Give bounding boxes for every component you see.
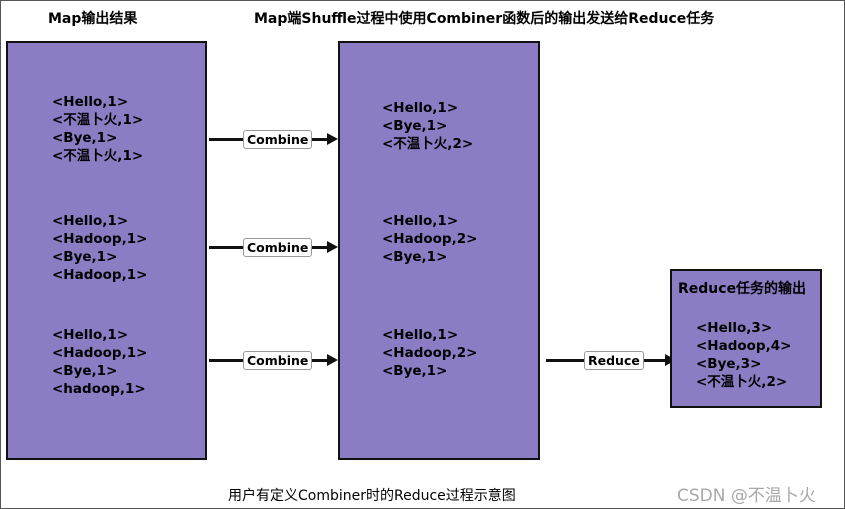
combine-group-3: <Hello,1> <Hadoop,2> <Bye,1>: [382, 326, 477, 380]
map-group-3-line: <Bye,1>: [52, 363, 118, 379]
reduce-line: <Hello,3>: [696, 320, 773, 336]
map-group-1-line: <Bye,1>: [52, 130, 118, 146]
map-group-3-line: <Hello,1>: [52, 327, 129, 343]
reduce-label: Reduce: [584, 351, 644, 370]
combine-group-2-line: <Bye,1>: [382, 249, 448, 265]
combine-group-3-line: <Hadoop,2>: [382, 345, 478, 361]
map-group-1: <Hello,1> <不温卜火,1> <Bye,1> <不温卜火,1>: [52, 93, 143, 165]
map-group-1-line: <Hello,1>: [52, 94, 129, 110]
combine-label-1: Combine: [243, 130, 313, 149]
map-group-3: <Hello,1> <Hadoop,1> <Bye,1> <hadoop,1>: [52, 326, 147, 398]
reduce-line: <Bye,3>: [696, 356, 762, 372]
combine-label-3: Combine: [243, 351, 313, 370]
map-group-2-line: <Hello,1>: [52, 213, 129, 229]
map-group-2-line: <Bye,1>: [52, 249, 118, 265]
map-group-2-line: <Hadoop,1>: [52, 231, 148, 247]
combine-group-3-line: <Hello,1>: [382, 327, 459, 343]
map-group-3-line: <Hadoop,1>: [52, 345, 148, 361]
map-group-2-line: <Hadoop,1>: [52, 267, 148, 283]
combine-group-2-line: <Hello,1>: [382, 213, 459, 229]
map-group-1-line: <不温卜火,1>: [52, 148, 144, 164]
reduce-line: <不温卜火,2>: [696, 374, 788, 390]
map-output-title: Map输出结果: [48, 11, 138, 27]
reduce-output-box: [670, 269, 822, 408]
combine-group-3-line: <Bye,1>: [382, 363, 448, 379]
diagram-caption: 用户有定义Combiner时的Reduce过程示意图: [228, 485, 516, 505]
csdn-watermark: CSDN @不温卜火: [677, 486, 816, 506]
combine-label-2: Combine: [243, 238, 313, 257]
combine-output-box: [338, 41, 540, 460]
combine-group-1-line: <不温卜火,2>: [382, 136, 474, 152]
map-group-1-line: <不温卜火,1>: [52, 112, 144, 128]
combine-group-1: <Hello,1> <Bye,1> <不温卜火,2>: [382, 99, 473, 153]
shuffle-title: Map端Shuffle过程中使用Combiner函数后的输出发送给Reduce任…: [254, 11, 715, 27]
combine-group-2-line: <Hadoop,2>: [382, 231, 478, 247]
map-group-2: <Hello,1> <Hadoop,1> <Bye,1> <Hadoop,1>: [52, 212, 147, 284]
reduce-output-title: Reduce任务的输出: [678, 281, 807, 297]
reduce-line: <Hadoop,4>: [696, 338, 792, 354]
map-group-3-line: <hadoop,1>: [52, 381, 146, 397]
combine-group-2: <Hello,1> <Hadoop,2> <Bye,1>: [382, 212, 477, 266]
combine-group-1-line: <Bye,1>: [382, 118, 448, 134]
combine-group-1-line: <Hello,1>: [382, 100, 459, 116]
reduce-group: <Hello,3> <Hadoop,4> <Bye,3> <不温卜火,2>: [696, 319, 791, 391]
caption-text: 用户有定义Combiner时的Reduce过程示意图: [228, 488, 516, 504]
map-output-box: [6, 41, 207, 460]
